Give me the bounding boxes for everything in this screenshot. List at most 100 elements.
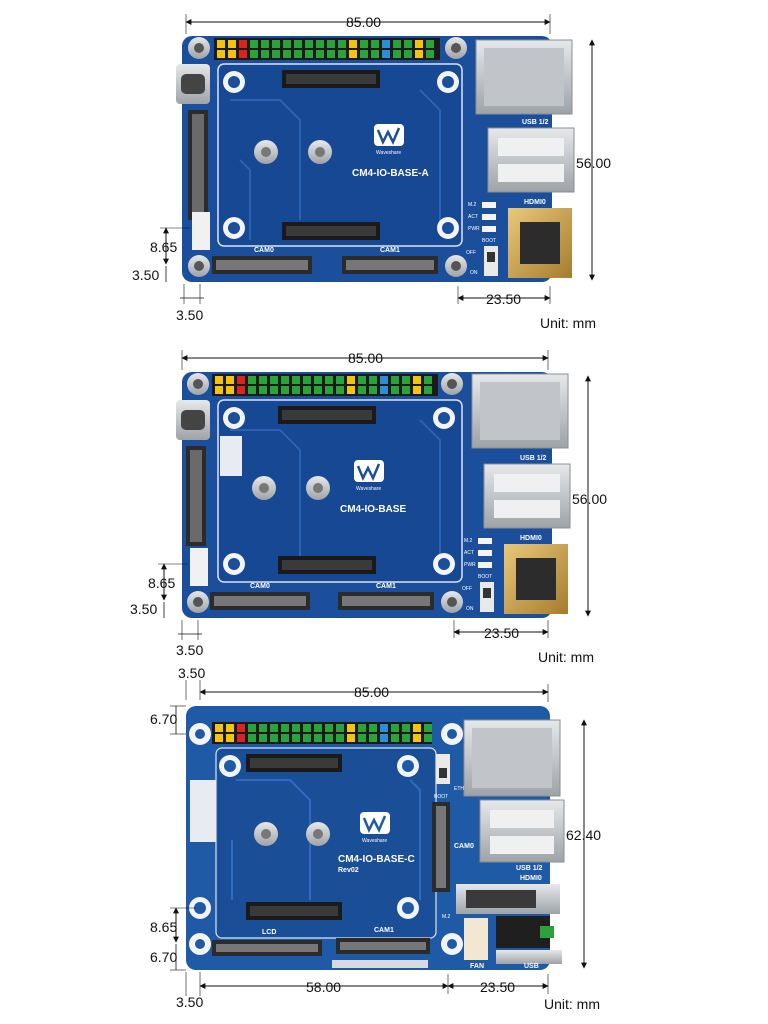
- gpio-pin: [270, 376, 278, 384]
- m2-led-label: M.2: [464, 538, 473, 544]
- fan-header-white: [220, 436, 242, 476]
- brand-label: Waveshare: [362, 838, 387, 844]
- gpio-pin: [415, 50, 423, 58]
- dim-right: 23.50: [480, 979, 515, 995]
- gpio-pin: [316, 50, 324, 58]
- gpio-pin: [336, 386, 344, 394]
- gpio-pin: [226, 724, 234, 732]
- usb-a-port: [496, 950, 562, 964]
- act-led-label: ACT: [464, 550, 474, 556]
- gpio-pin: [393, 40, 401, 48]
- gpio-pin: [272, 50, 280, 58]
- hdmi-label: HDMI0: [520, 535, 542, 542]
- mounting-hole: [187, 591, 209, 613]
- gpio-pin: [338, 50, 346, 58]
- usb-label: USB 1/2: [520, 455, 547, 462]
- gpio-pin: [347, 376, 355, 384]
- gpio-pin: [382, 50, 390, 58]
- usb-port: [487, 127, 575, 193]
- dim-hole-y: 3.50: [130, 601, 157, 617]
- waveshare-logo: Waveshare: [354, 460, 384, 492]
- gpio-pin: [424, 724, 432, 732]
- gpio-pin: [294, 40, 302, 48]
- waveshare-logo: Waveshare: [374, 124, 404, 156]
- gpio-pin: [239, 40, 247, 48]
- gpio-pin: [259, 376, 267, 384]
- dim-width: 85.00: [346, 14, 381, 30]
- dim-hole-y-top: 6.70: [150, 711, 177, 727]
- pwr-led-label: PWR: [468, 226, 480, 232]
- gpio-pin: [402, 386, 410, 394]
- gpio-pin: [270, 724, 278, 732]
- gpio-pin: [380, 376, 388, 384]
- gpio-pin: [338, 40, 346, 48]
- dim-height: 62.40: [566, 827, 601, 843]
- dim-height: 56.00: [576, 155, 611, 171]
- gpio-pin: [393, 50, 401, 58]
- gpio-pin: [316, 40, 324, 48]
- gpio-pin: [294, 50, 302, 58]
- gpio-pin: [237, 724, 245, 732]
- dim-bottom-mid: 58.00: [306, 979, 341, 995]
- gpio-pin: [391, 724, 399, 732]
- cm4-area: [217, 399, 463, 583]
- gpio-pin: [369, 376, 377, 384]
- gpio-pin: [369, 734, 377, 742]
- gpio-pin: [391, 386, 399, 394]
- gpio-pin: [314, 376, 322, 384]
- gpio-pin: [281, 386, 289, 394]
- mounting-hole: [445, 255, 467, 277]
- gpio-pin: [314, 734, 322, 742]
- gpio-pin: [369, 386, 377, 394]
- usb-label: USB 1/2: [522, 119, 549, 126]
- gpio-pin: [391, 376, 399, 384]
- gpio-pin: [413, 724, 421, 732]
- gpio-pin: [336, 376, 344, 384]
- gpio-pin: [215, 376, 223, 384]
- gpio-pin: [292, 376, 300, 384]
- gpio-pin: [402, 724, 410, 732]
- mounting-hole: [441, 933, 463, 955]
- gpio-pin: [426, 40, 434, 48]
- mounting-hole: [441, 373, 463, 395]
- mounting-hole: [188, 37, 210, 59]
- gpio-pin: [349, 40, 357, 48]
- gpio-pin: [413, 386, 421, 394]
- usb-label: USB 1/2: [516, 865, 543, 872]
- fan-header: [190, 548, 208, 586]
- gpio-pin: [327, 50, 335, 58]
- gpio-pin: [305, 40, 313, 48]
- board-revision: Rev02: [338, 867, 359, 874]
- fan-header: [192, 212, 210, 250]
- gpio-pin: [371, 50, 379, 58]
- gpio-pin: [413, 734, 421, 742]
- on-label: ON: [470, 270, 478, 276]
- dim-width: 85.00: [348, 350, 383, 366]
- gpio-pin: [281, 734, 289, 742]
- usb2-label: USB: [524, 963, 539, 970]
- gpio-pin: [303, 376, 311, 384]
- gpio-pin: [303, 734, 311, 742]
- m2-led-label: M.2: [468, 202, 477, 208]
- gpio-header: [212, 722, 432, 744]
- gpio-pin: [327, 40, 335, 48]
- gpio-pin: [292, 724, 300, 732]
- gpio-pin: [237, 376, 245, 384]
- gpio-pin: [424, 376, 432, 384]
- gpio-pin: [305, 50, 313, 58]
- gpio-pin: [325, 734, 333, 742]
- gpio-header: [214, 38, 440, 60]
- dim-width: 85.00: [354, 684, 389, 700]
- gpio-pin: [237, 734, 245, 742]
- gpio-pin: [248, 386, 256, 394]
- mounting-hole: [445, 37, 467, 59]
- mounting-hole: [441, 591, 463, 613]
- gpio-pin: [259, 724, 267, 732]
- gpio-pin: [215, 734, 223, 742]
- cam0-label: CAM0: [254, 247, 274, 254]
- act-led-label: ACT: [468, 214, 478, 220]
- m2-label: M.2: [442, 914, 451, 920]
- unit-label: Unit: mm: [544, 996, 600, 1012]
- gpio-pin: [358, 386, 366, 394]
